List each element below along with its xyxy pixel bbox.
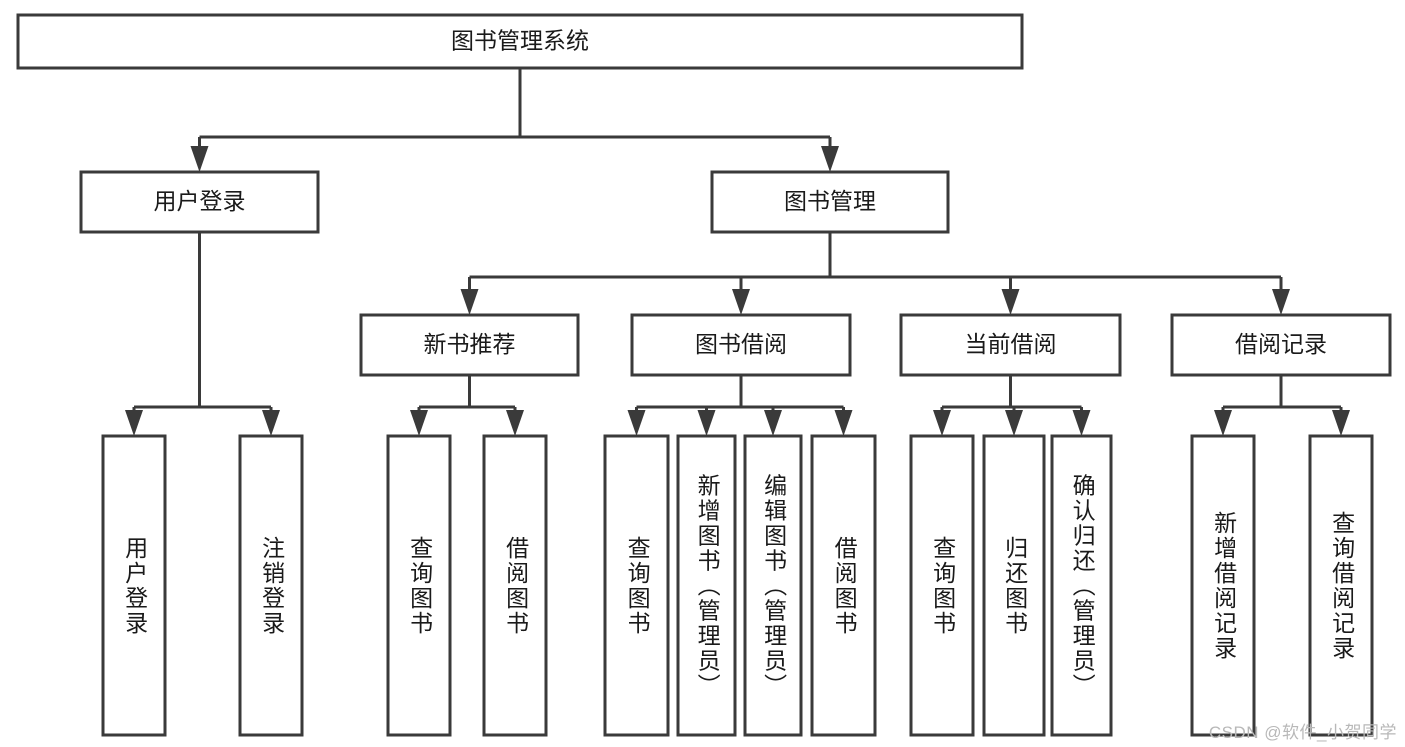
- arrow-head-icon: [1005, 410, 1023, 436]
- node-box-leaf-user-login[interactable]: [101, 434, 167, 737]
- arrow-head-icon: [1332, 410, 1350, 436]
- node-label-book-manage: 图书管理: [784, 188, 876, 214]
- node-box-leaf-query-book-3[interactable]: [909, 434, 975, 737]
- node-box-root[interactable]: [16, 13, 1024, 70]
- connector-group-borrow-record: [1214, 375, 1350, 436]
- node-box-leaf-query-book-1[interactable]: [386, 434, 452, 737]
- connector-group-current-borrow: [933, 375, 1091, 436]
- arrow-head-icon: [732, 289, 750, 315]
- arrow-head-icon: [1001, 289, 1020, 315]
- watermark-text: CSDN @软件_小贺同学: [1208, 723, 1397, 742]
- node-box-leaf-borrow-book-2[interactable]: [810, 434, 877, 737]
- node-box-leaf-confirm-return[interactable]: [1050, 434, 1113, 737]
- node-label-current-borrow: 当前借阅: [965, 331, 1057, 357]
- node-label-root: 图书管理系统: [451, 28, 589, 54]
- arrow-head-icon: [1272, 289, 1290, 315]
- connector-group-book-manage: [460, 232, 1290, 315]
- node-label-borrow-record: 借阅记录: [1235, 331, 1327, 357]
- node-label-user-login: 用户登录: [154, 188, 246, 214]
- arrow-head-icon: [821, 146, 839, 172]
- node-label-book-borrow: 图书借阅: [695, 331, 787, 357]
- node-box-leaf-logout[interactable]: [238, 434, 304, 737]
- node-box-book-manage[interactable]: [710, 170, 950, 234]
- node-box-leaf-edit-book[interactable]: [743, 434, 803, 737]
- node-box-leaf-add-record[interactable]: [1190, 434, 1256, 737]
- arrow-head-icon: [933, 410, 951, 436]
- arrow-head-icon: [125, 410, 143, 436]
- connector-group-new-book-rec: [410, 375, 524, 436]
- node-box-leaf-add-book[interactable]: [676, 434, 737, 737]
- arrow-head-icon: [460, 289, 479, 315]
- arrow-head-icon: [190, 146, 209, 172]
- connectors-layer: [125, 68, 1350, 436]
- node-box-user-login[interactable]: [79, 170, 320, 234]
- node-label-new-book-rec: 新书推荐: [424, 331, 516, 357]
- arrow-head-icon: [697, 410, 716, 436]
- node-box-new-book-rec[interactable]: [359, 313, 580, 377]
- arrow-head-icon: [262, 410, 280, 436]
- node-box-leaf-borrow-book-1[interactable]: [482, 434, 548, 737]
- node-box-leaf-query-book-2[interactable]: [603, 434, 670, 737]
- connector-group-user-login: [125, 232, 280, 436]
- arrow-head-icon: [1214, 410, 1232, 436]
- node-box-leaf-return-book[interactable]: [982, 434, 1046, 737]
- arrow-head-icon: [764, 410, 782, 436]
- arrow-head-icon: [506, 410, 524, 436]
- node-box-book-borrow[interactable]: [630, 313, 852, 377]
- arrow-head-icon: [834, 410, 853, 436]
- connector-group-root: [190, 68, 839, 172]
- node-boxes-layer: [16, 13, 1392, 737]
- arrow-head-icon: [627, 410, 646, 436]
- connector-group-book-borrow: [627, 375, 853, 436]
- node-box-borrow-record[interactable]: [1170, 313, 1392, 377]
- node-box-leaf-query-record[interactable]: [1308, 434, 1374, 737]
- node-box-current-borrow[interactable]: [899, 313, 1122, 377]
- arrow-head-icon: [1072, 410, 1091, 436]
- arrow-head-icon: [410, 410, 428, 436]
